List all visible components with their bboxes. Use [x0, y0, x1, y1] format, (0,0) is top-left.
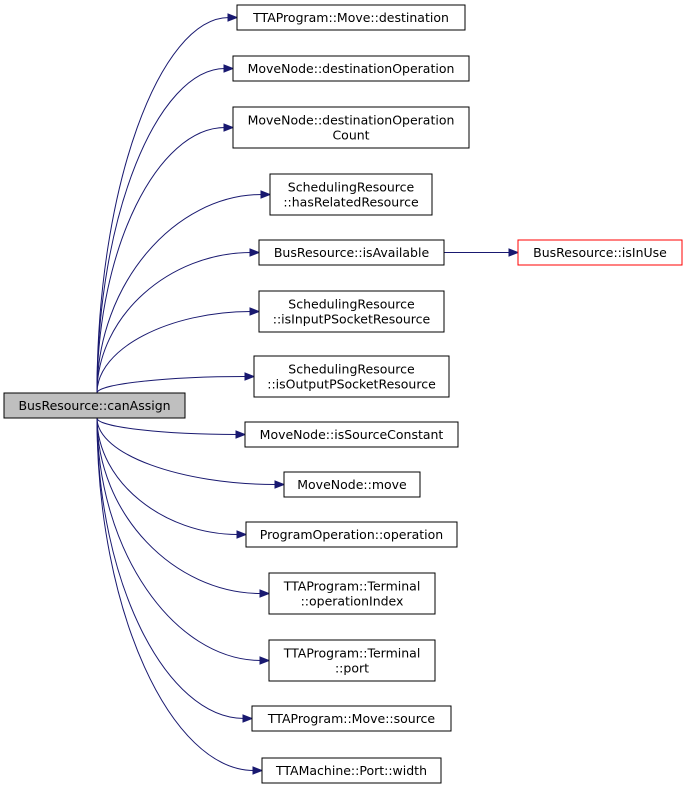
callee-node-n7[interactable]: SchedulingResource::isOutputPSocketResou… [253, 355, 450, 398]
root-node-bus-resource-can-assign-box [3, 392, 186, 419]
callee-node-n10[interactable]: ProgramOperation::operation [245, 521, 458, 548]
secondary-node-n15-box [517, 239, 683, 266]
callee-node-n6[interactable]: SchedulingResource::isInputPSocketResour… [258, 290, 445, 333]
edge-root-to-n10 [96, 417, 239, 535]
callee-node-n4-label: ::hasRelatedResource [283, 195, 419, 210]
callee-node-n7-label: SchedulingResource [288, 362, 415, 377]
edge-root-to-n2-arrowhead [223, 64, 235, 73]
callee-node-n6-label: ::isInputPSocketResource [273, 312, 431, 327]
secondary-node-n15[interactable]: BusResource::isInUse [517, 239, 683, 266]
callee-node-n9-label: MoveNode::move [297, 477, 407, 492]
callee-node-n3-label: Count [332, 128, 369, 143]
callee-node-n4-box [269, 173, 433, 216]
callee-node-n12-label: TTAProgram::Terminal [283, 646, 421, 661]
callee-node-n8[interactable]: MoveNode::isSourceConstant [244, 421, 459, 448]
edge-root-to-n9-arrowhead [274, 480, 286, 489]
edge-root-to-n12-arrowhead [259, 656, 271, 665]
callee-node-n9[interactable]: MoveNode::move [283, 471, 421, 498]
root-node-bus-resource-can-assign-label: BusResource::canAssign [18, 398, 170, 413]
callee-node-n10-box [245, 521, 458, 548]
callee-node-n14-label: TTAMachine::Port::width [275, 763, 427, 778]
callee-node-n4-label: SchedulingResource [288, 180, 415, 195]
edge-root-to-n5-arrowhead [249, 248, 261, 257]
edge-root-to-n3-arrowhead [223, 123, 235, 132]
call-edges [96, 13, 520, 775]
edge-root-to-n5 [96, 252, 252, 394]
edge-root-to-n11-arrowhead [259, 589, 271, 598]
callee-node-n3-label: MoveNode::destinationOperation [248, 113, 455, 128]
callee-node-n13-label: TTAProgram::Move::source [267, 711, 436, 726]
callee-node-n8-box [244, 421, 459, 448]
call-nodes: BusResource::canAssignTTAProgram::Move::… [3, 4, 683, 784]
edge-root-to-n14 [96, 417, 255, 771]
edge-root-to-n4-arrowhead [260, 190, 272, 199]
edge-root-to-n6 [96, 311, 252, 394]
callee-node-n5-box [258, 239, 445, 266]
edge-root-to-n10-arrowhead [236, 530, 248, 539]
callee-node-n2-label: MoveNode::destinationOperation [248, 61, 455, 76]
callee-node-n6-label: SchedulingResource [288, 297, 415, 312]
edge-n5-to-n15-arrowhead [508, 248, 520, 257]
edge-root-to-n8-arrowhead [235, 430, 247, 439]
edge-root-to-n9 [96, 417, 277, 485]
callee-node-n3-box [232, 106, 470, 149]
callee-node-n11-label: TTAProgram::Terminal [283, 579, 421, 594]
callee-node-n13[interactable]: TTAProgram::Move::source [251, 705, 452, 732]
callee-node-n4[interactable]: SchedulingResource::hasRelatedResource [269, 173, 433, 216]
callee-node-n2-box [232, 55, 470, 82]
callee-node-n5[interactable]: BusResource::isAvailable [258, 239, 445, 266]
callee-node-n9-box [283, 471, 421, 498]
edge-root-to-n13 [96, 417, 245, 719]
callee-node-n12-box [268, 639, 436, 682]
root-node-bus-resource-can-assign[interactable]: BusResource::canAssign [3, 392, 186, 419]
edge-root-to-n14-arrowhead [252, 766, 264, 775]
edge-root-to-n7-arrowhead [244, 372, 256, 381]
edge-root-to-n3 [96, 127, 226, 394]
edge-root-to-n7 [96, 376, 247, 394]
edge-root-to-n12 [96, 417, 262, 661]
edge-root-to-n1 [96, 17, 230, 394]
secondary-node-n15-label: BusResource::isInUse [533, 245, 667, 260]
callee-node-n7-label: ::isOutputPSocketResource [267, 377, 436, 392]
callee-node-n12-label: ::port [335, 661, 369, 676]
callee-node-n8-label: MoveNode::isSourceConstant [260, 427, 444, 442]
callee-node-n11[interactable]: TTAProgram::Terminal::operationIndex [268, 572, 436, 615]
callee-node-n11-label: ::operationIndex [301, 594, 404, 609]
callee-node-n2[interactable]: MoveNode::destinationOperation [232, 55, 470, 82]
callee-node-n14-box [261, 757, 442, 784]
callee-node-n1-box [236, 4, 466, 31]
edge-root-to-n4 [96, 194, 263, 394]
edge-root-to-n1-arrowhead [227, 13, 239, 22]
callee-node-n5-label: BusResource::isAvailable [274, 245, 430, 260]
edge-root-to-n11 [96, 417, 262, 594]
callee-node-n14[interactable]: TTAMachine::Port::width [261, 757, 442, 784]
callee-node-n11-box [268, 572, 436, 615]
edge-root-to-n2 [96, 68, 226, 394]
edge-root-to-n8 [96, 417, 238, 435]
callee-node-n10-label: ProgramOperation::operation [260, 527, 443, 542]
edge-root-to-n13-arrowhead [242, 714, 254, 723]
callee-node-n13-box [251, 705, 452, 732]
edge-root-to-n6-arrowhead [249, 307, 261, 316]
callee-node-n1-label: TTAProgram::Move::destination [252, 10, 449, 25]
callee-node-n12[interactable]: TTAProgram::Terminal::port [268, 639, 436, 682]
callee-node-n6-box [258, 290, 445, 333]
callee-node-n1[interactable]: TTAProgram::Move::destination [236, 4, 466, 31]
callee-node-n7-box [253, 355, 450, 398]
